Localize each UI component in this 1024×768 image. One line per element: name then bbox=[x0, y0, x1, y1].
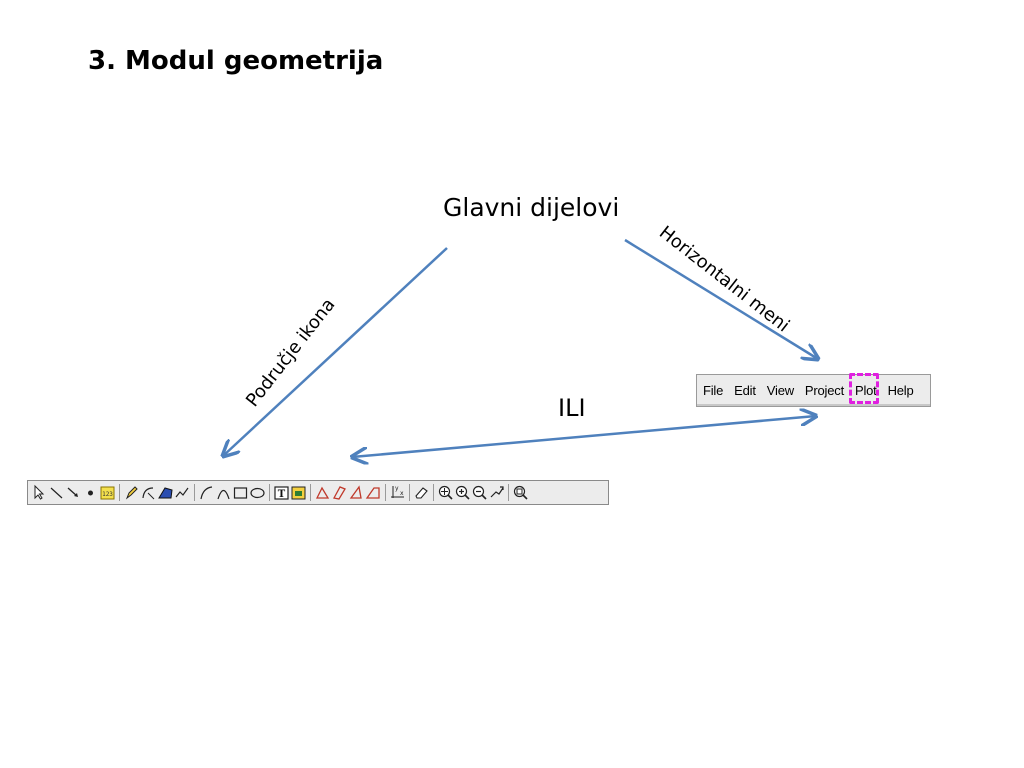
menu-help[interactable]: Help bbox=[887, 383, 914, 398]
semicircle-icon[interactable] bbox=[215, 483, 232, 502]
menu-file[interactable]: File bbox=[703, 383, 724, 398]
or-label: ILI bbox=[558, 394, 586, 422]
toolbar-separator bbox=[433, 484, 434, 501]
left-branch-label: Područje ikona bbox=[242, 294, 340, 411]
fill-region-icon[interactable] bbox=[157, 483, 174, 502]
polyline-icon[interactable] bbox=[174, 483, 191, 502]
point-icon[interactable] bbox=[82, 483, 99, 502]
toolbar-separator bbox=[508, 484, 509, 501]
eraser-icon[interactable] bbox=[413, 483, 430, 502]
zoom-in-icon[interactable] bbox=[454, 483, 471, 502]
ellipse-icon[interactable] bbox=[249, 483, 266, 502]
number-label-icon[interactable]: 123 bbox=[99, 483, 116, 502]
curve-edit-icon[interactable] bbox=[140, 483, 157, 502]
quadrilateral-icon[interactable] bbox=[348, 483, 365, 502]
svg-text:y: y bbox=[395, 485, 399, 492]
svg-text:123: 123 bbox=[102, 491, 113, 498]
right-branch-label: Horizontalni meni bbox=[655, 222, 794, 337]
zoom-window-icon[interactable] bbox=[512, 483, 529, 502]
arc-icon[interactable] bbox=[198, 483, 215, 502]
toolbar-separator bbox=[310, 484, 311, 501]
toolbar-separator bbox=[269, 484, 270, 501]
text-box-icon[interactable]: T bbox=[273, 483, 290, 502]
menu-edit[interactable]: Edit bbox=[734, 383, 756, 398]
slide-title: 3. Modul geometrija bbox=[88, 46, 384, 76]
svg-text:T: T bbox=[278, 489, 286, 500]
toolbar-separator bbox=[385, 484, 386, 501]
svg-text:x: x bbox=[400, 490, 404, 497]
zoom-fit-icon[interactable] bbox=[437, 483, 454, 502]
trapezoid-icon[interactable] bbox=[365, 483, 382, 502]
menu-view[interactable]: View bbox=[766, 383, 794, 398]
image-icon[interactable] bbox=[290, 483, 307, 502]
arrow-to-menubar bbox=[624, 238, 818, 359]
menu-plot[interactable]: Plot bbox=[849, 373, 879, 404]
center-label: Glavni dijelovi bbox=[443, 193, 620, 222]
toolbar-separator bbox=[194, 484, 195, 501]
horizontal-menu-bar: File Edit View Project Plot Help bbox=[696, 373, 931, 407]
toolbar-separator bbox=[119, 484, 120, 501]
rectangle-icon[interactable] bbox=[232, 483, 249, 502]
triangle-icon[interactable] bbox=[314, 483, 331, 502]
zoom-out-icon[interactable] bbox=[471, 483, 488, 502]
pencil-icon[interactable] bbox=[123, 483, 140, 502]
arrow-line-icon[interactable] bbox=[65, 483, 82, 502]
toolbar-separator bbox=[409, 484, 410, 501]
pointer-arrow-icon[interactable] bbox=[31, 483, 48, 502]
arrow-to-toolbar bbox=[223, 247, 448, 456]
double-arrow-ili bbox=[352, 416, 816, 457]
parallelogram-icon[interactable] bbox=[331, 483, 348, 502]
pan-icon[interactable] bbox=[488, 483, 505, 502]
menu-project[interactable]: Project bbox=[804, 383, 844, 398]
line-icon[interactable] bbox=[48, 483, 65, 502]
